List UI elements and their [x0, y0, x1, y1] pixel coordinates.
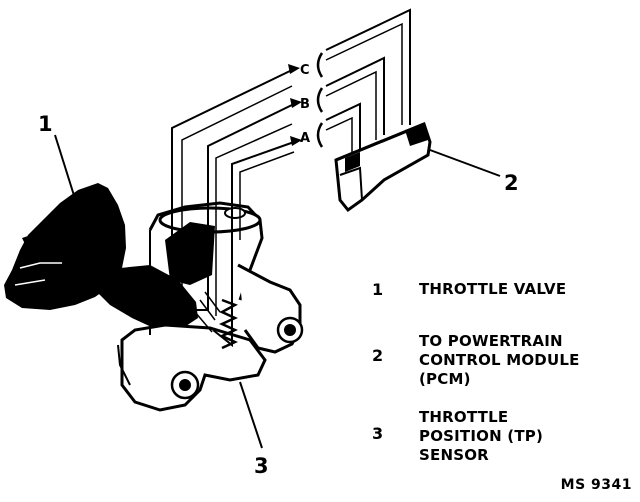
tp-sensor-body — [117, 201, 304, 412]
legend-item-2-number: 2 — [372, 346, 384, 365]
legend-item-1-line-1: THROTTLE VALVE — [419, 280, 567, 298]
legend-item-1-text: THROTTLE VALVE — [419, 280, 566, 299]
pin-arrowheads — [288, 64, 302, 146]
pin-c-label: C — [300, 63, 310, 78]
wiring-harness — [171, 69, 295, 348]
callout-1-leader — [54, 134, 78, 206]
pin-a-label: A — [300, 131, 310, 146]
pcm-wiring — [325, 8, 411, 155]
callout-3-leader — [239, 381, 263, 449]
legend-item-1-number: 1 — [372, 280, 384, 299]
callout-1-number: 1 — [38, 112, 53, 136]
pin-b-label: B — [300, 97, 310, 112]
callout-2-leader — [429, 149, 501, 177]
legend-item-3-number: 3 — [372, 424, 384, 443]
figure-code: MS 9341 — [560, 477, 632, 493]
callout-2-number: 2 — [504, 171, 519, 195]
pcm-connector — [334, 122, 432, 213]
legend-item-2-line-2: CONTROL MODULE — [419, 351, 580, 369]
legend-item-2-line-1: TO POWERTRAIN — [419, 332, 563, 350]
legend-item-3-text: THROTTLE POSITION (TP) SENSOR — [419, 408, 543, 465]
legend-item-2-line-3: (PCM) — [419, 370, 471, 388]
legend-item-3-line-2: POSITION (TP) — [419, 427, 544, 445]
legend-item-3-line-1: THROTTLE — [419, 408, 509, 426]
pin-terminals — [316, 52, 324, 148]
legend-item-2-text: TO POWERTRAIN CONTROL MODULE (PCM) — [419, 332, 580, 389]
callout-3-number: 3 — [254, 454, 269, 478]
legend-item-3-line-3: SENSOR — [419, 446, 489, 464]
